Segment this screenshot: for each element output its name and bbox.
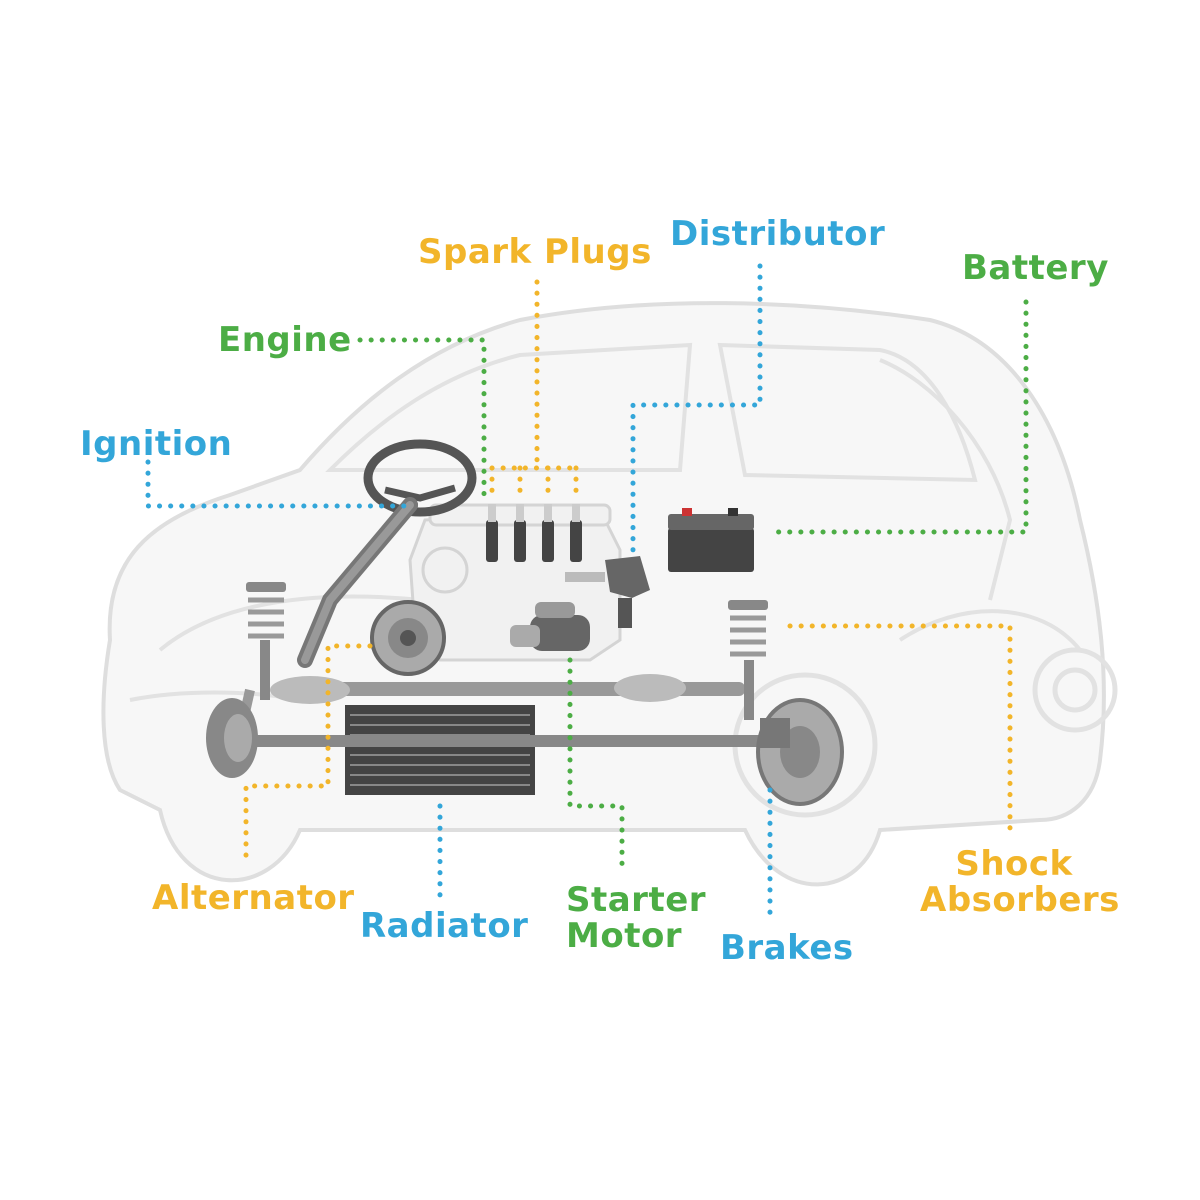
shock-absorbers-label: Shock Absorbers <box>920 844 1120 920</box>
shock-absorbers-label-line1: Shock <box>955 844 1073 884</box>
distributor-part <box>565 556 650 628</box>
engine-leader-line <box>357 337 487 503</box>
car-windows <box>129 342 1082 702</box>
engine-label: Engine <box>218 320 352 360</box>
brake-disc-part <box>756 698 844 806</box>
shock-absorber-right <box>728 600 768 720</box>
ignition-leader-line <box>145 459 415 509</box>
shock-absorbers-leader-line <box>787 623 1013 839</box>
brakes-label: Brakes <box>720 928 854 968</box>
spark-plugs-leader-line <box>489 279 583 503</box>
starter-motor-label: Starter Motor <box>566 880 707 956</box>
rear-wheel-outline <box>1032 647 1118 733</box>
radiator-part <box>345 705 535 795</box>
alternator-label: Alternator <box>152 878 355 918</box>
spark-plugs-label: Spark Plugs <box>418 232 652 272</box>
alternator-leader-line <box>243 643 373 869</box>
starter-motor-label-line1: Starter <box>566 880 707 920</box>
battery-label: Battery <box>962 248 1109 288</box>
battery-part <box>668 508 754 572</box>
spark-plug-set <box>486 504 582 562</box>
steering-assembly <box>297 439 477 668</box>
distributor-label: Distributor <box>670 214 886 254</box>
axle-and-rack <box>235 674 770 747</box>
radiator-label: Radiator <box>360 906 529 946</box>
ignition-label: Ignition <box>80 424 233 464</box>
shock-absorber-left <box>246 582 286 700</box>
starter-motor-label-line2: Motor <box>566 916 683 956</box>
battery-leader-line <box>765 299 1029 535</box>
starter-motor-part <box>510 602 590 651</box>
shock-absorbers-label-line2: Absorbers <box>920 880 1120 920</box>
alternator-part <box>370 600 446 676</box>
left-hub <box>206 698 258 778</box>
